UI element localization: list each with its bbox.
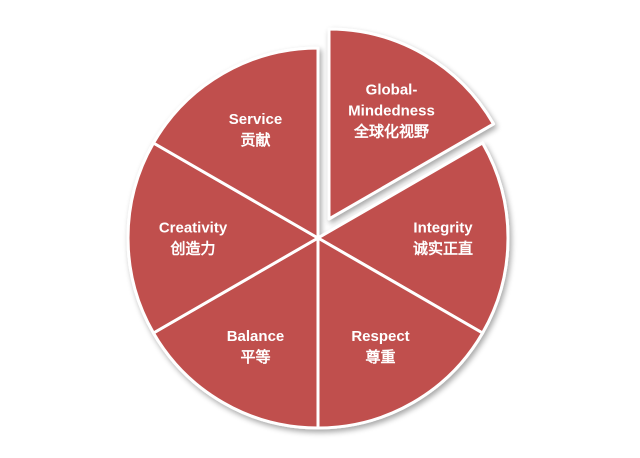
label-global-mindedness: Global- Mindedness 全球化视野 (348, 82, 435, 141)
label-creativity: Creativity 创造力 (159, 220, 228, 258)
label-global-mindedness-line-2: Mindedness (348, 103, 435, 120)
label-balance: Balance 平等 (227, 328, 285, 366)
label-creativity-line-1: Creativity (159, 220, 228, 237)
label-integrity: Integrity 诚实正直 (413, 220, 473, 258)
segment-service (151, 46, 320, 240)
segment-integrity (316, 141, 510, 335)
segment-balance (151, 236, 320, 430)
label-creativity-line-2: 创造力 (169, 240, 215, 258)
segment-labels: Global- Mindedness 全球化视野 Integrity 诚实正直 Respe… (159, 82, 473, 366)
label-respect-line-2: 尊重 (365, 348, 395, 366)
label-respect-line-1: Respect (351, 328, 409, 345)
label-service-line-2: 贡献 (240, 131, 270, 149)
label-global-mindedness-line-1: Global- (366, 82, 418, 99)
label-global-mindedness-line-3: 全球化视野 (353, 123, 429, 141)
label-respect: Respect 尊重 (351, 328, 409, 366)
label-service: Service 贡献 (229, 111, 282, 149)
label-service-line-1: Service (229, 111, 282, 128)
label-balance-line-2: 平等 (240, 348, 270, 366)
pie-segments (126, 27, 510, 430)
segment-global-mindedness (327, 27, 496, 221)
label-balance-line-1: Balance (227, 328, 285, 345)
label-integrity-line-2: 诚实正直 (413, 240, 473, 258)
segment-creativity (126, 141, 320, 335)
segment-respect (316, 236, 485, 430)
label-integrity-line-1: Integrity (413, 220, 473, 237)
